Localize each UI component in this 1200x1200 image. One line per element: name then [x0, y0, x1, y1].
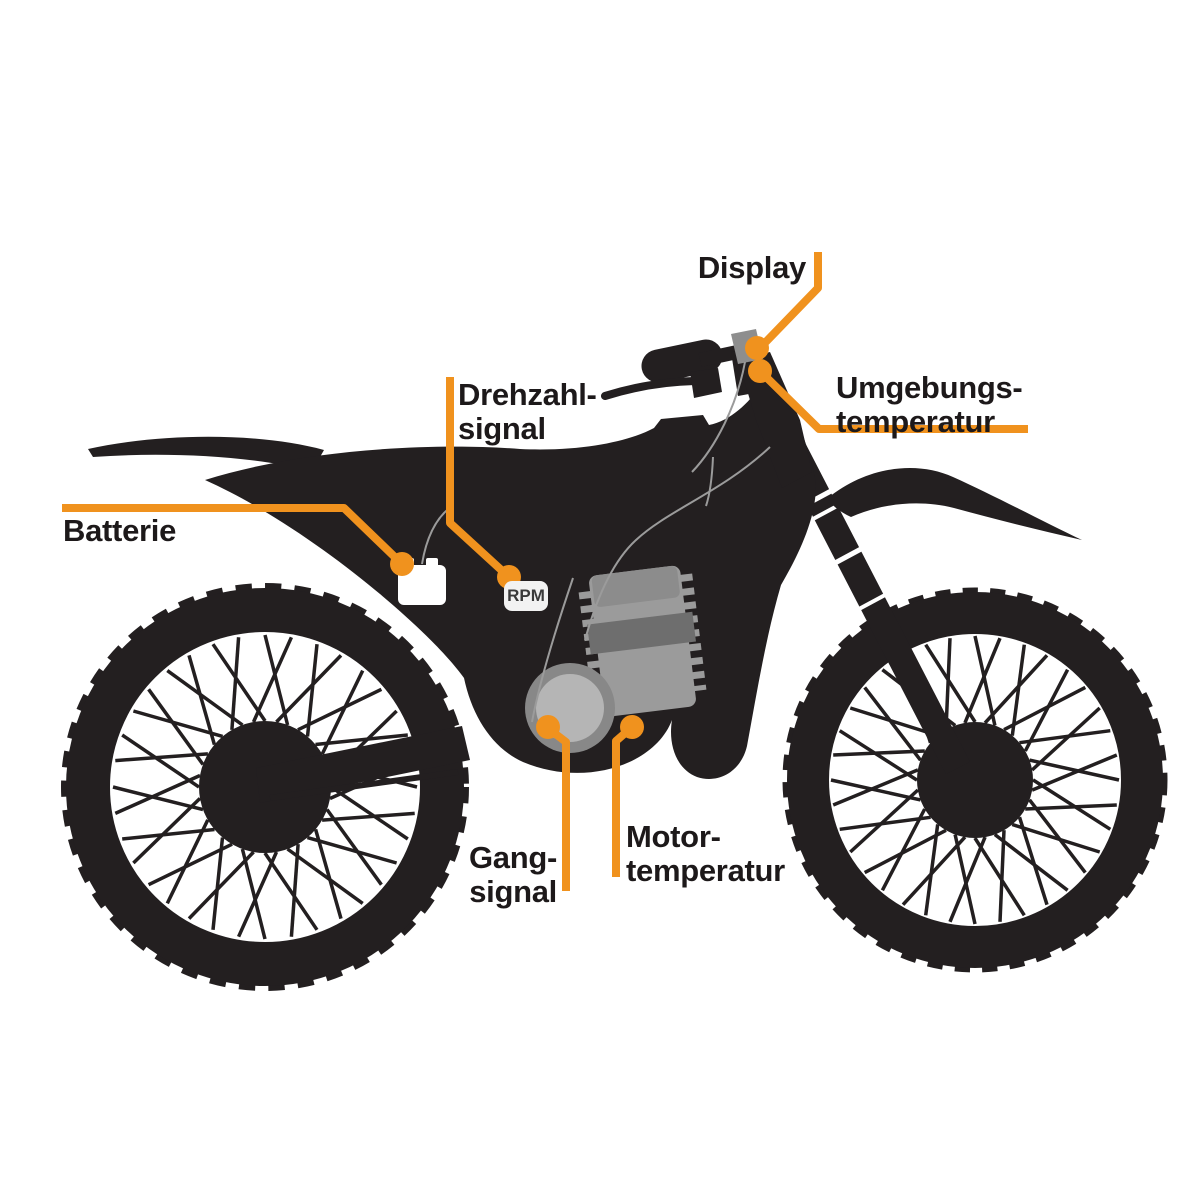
label-gear-signal-line2: signal — [469, 874, 557, 909]
display-callout-line — [756, 252, 822, 352]
rear-fender — [88, 436, 324, 471]
label-battery: Batterie — [63, 514, 176, 548]
label-rpm-signal-line1: Drehzahl- — [458, 377, 597, 412]
label-ambient-temp-line2: temperatur — [836, 404, 995, 439]
steering-head — [738, 352, 812, 488]
brake-lever — [601, 377, 699, 400]
label-rpm-signal: Drehzahl- signal — [458, 378, 597, 446]
label-ambient-temp-line1: Umgebungs- — [836, 370, 1023, 405]
ambient-temp-callout-dot — [748, 359, 772, 383]
battery-callout-line — [62, 504, 405, 567]
rpm-signal-callout-line — [446, 377, 512, 580]
ambient-temp-callout-line — [757, 368, 1028, 433]
rear-tire — [66, 588, 464, 986]
engine-cylinder — [578, 565, 707, 717]
cylinder-band — [587, 611, 696, 655]
gear-signal-callout-dot — [536, 715, 560, 739]
label-display: Display — [698, 251, 806, 285]
label-gear-signal: Gang- signal — [469, 841, 557, 909]
clutch-cover — [525, 663, 615, 753]
cylinder-head — [591, 566, 680, 607]
front-wheel-spokes — [830, 635, 1120, 925]
front-tire — [787, 592, 1163, 968]
rpm-chip: RPM — [504, 581, 548, 611]
label-engine-temp-line2: temperatur — [626, 853, 785, 888]
label-ambient-temp: Umgebungs- temperatur — [836, 370, 1023, 439]
front-wheel — [782, 587, 1168, 973]
swingarm — [256, 726, 470, 803]
front-fender — [828, 467, 1082, 540]
display-callout-dot — [745, 336, 769, 360]
handlebar-grip — [641, 339, 723, 383]
label-engine-temp: Motor- temperatur — [626, 820, 785, 888]
rpm-chip-text: RPM — [507, 586, 545, 605]
label-engine-temp-line1: Motor- — [626, 819, 721, 854]
callout-dots — [390, 336, 772, 739]
battery-callout-dot — [390, 552, 414, 576]
engine-temp-callout-dot — [620, 715, 644, 739]
label-display-text: Display — [697, 250, 806, 285]
label-gear-signal-line1: Gang- — [468, 840, 557, 875]
label-rpm-signal-line2: signal — [458, 411, 546, 446]
label-battery-text: Batterie — [63, 513, 177, 548]
cable-lines — [421, 361, 771, 723]
